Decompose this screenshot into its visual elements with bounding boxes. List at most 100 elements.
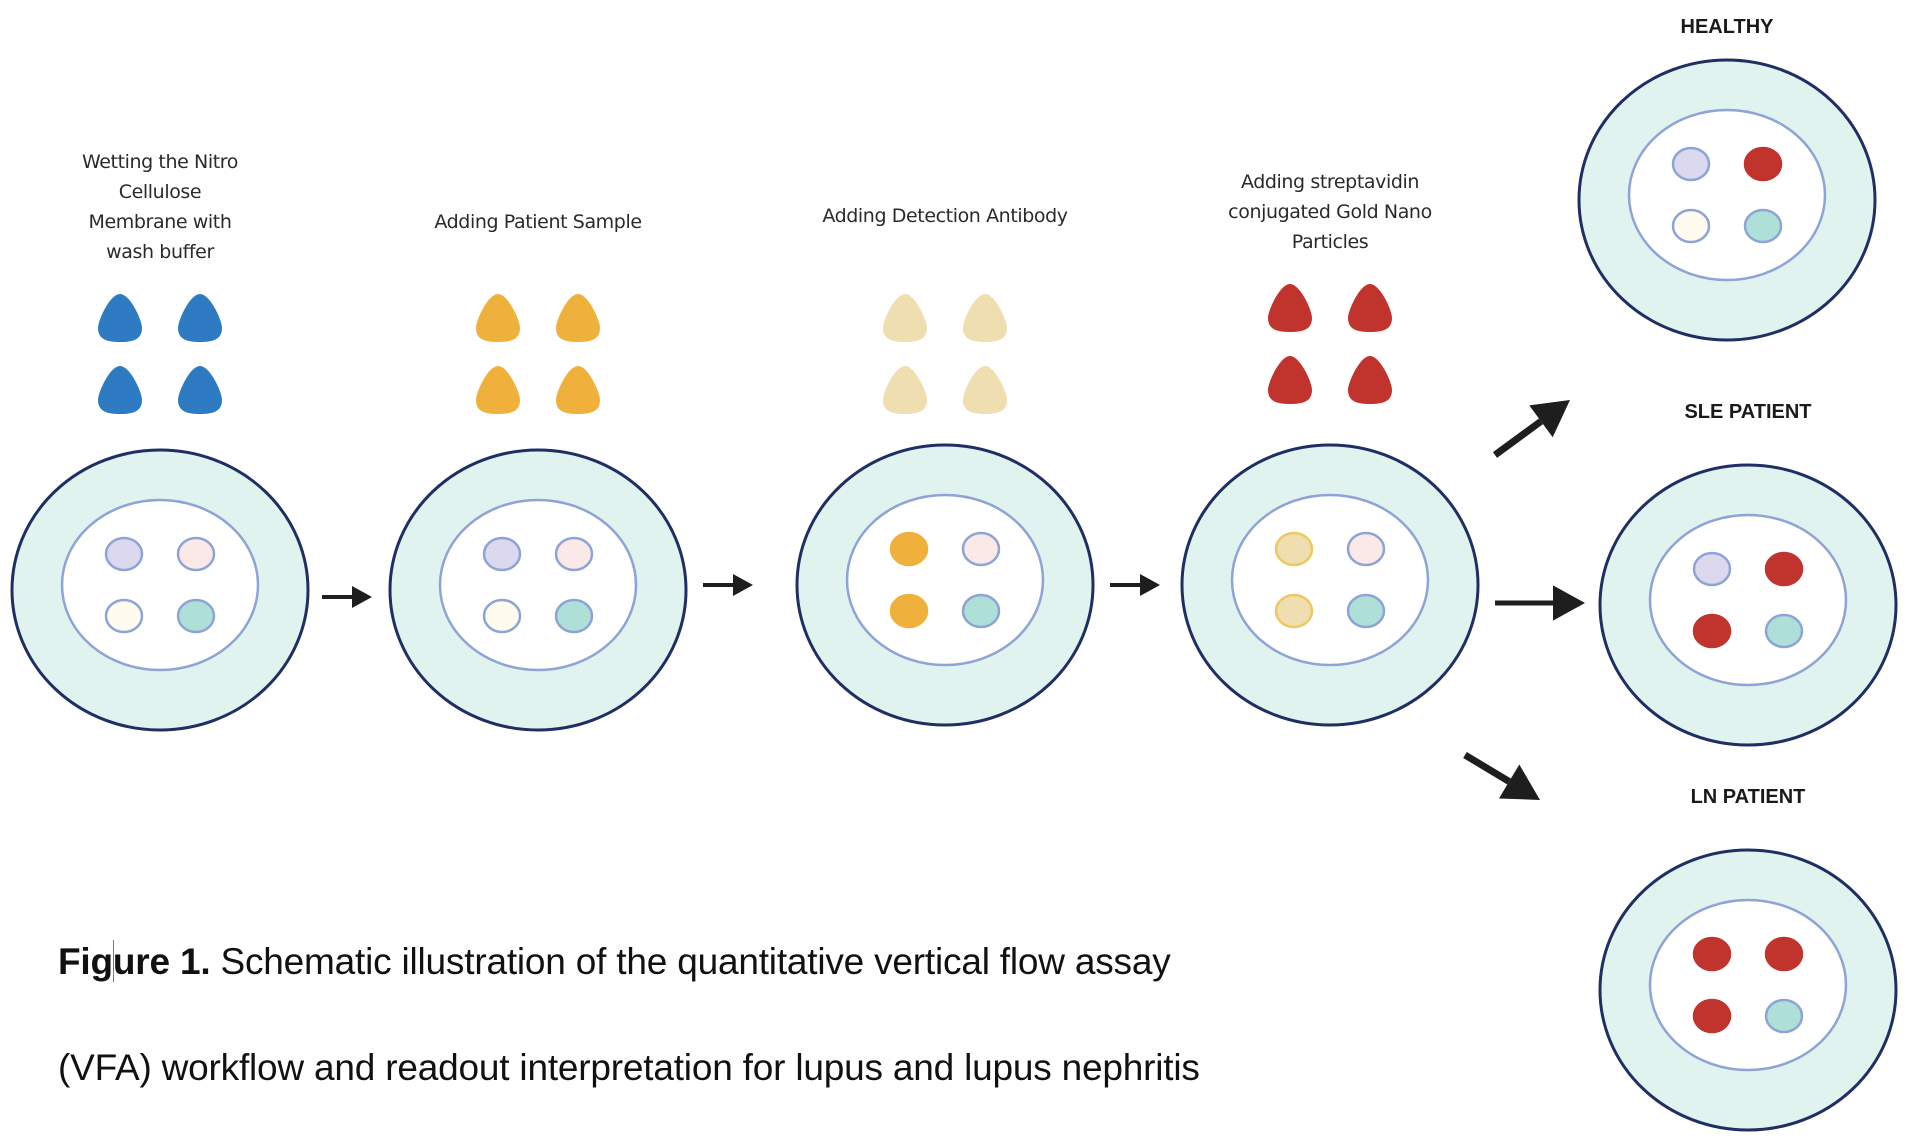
step-label-line: Adding streptavidin xyxy=(1241,171,1419,193)
test-spot-4 xyxy=(1764,998,1804,1034)
membrane-healthy xyxy=(1577,58,1877,342)
step-patient-sample: Adding Patient Sample xyxy=(388,211,688,732)
arrow-shaft xyxy=(1463,751,1511,785)
reagent-drops xyxy=(476,294,600,414)
test-spot-4 xyxy=(554,598,594,634)
step-arrow-1 xyxy=(322,586,372,608)
reagent-drop-icon xyxy=(1348,356,1392,404)
test-spot-3 xyxy=(1692,613,1732,649)
test-spot-1 xyxy=(104,536,144,572)
step-label-line: Particles xyxy=(1292,231,1369,253)
test-spot-3 xyxy=(1671,208,1711,244)
reagent-drop-icon xyxy=(178,366,222,414)
reagent-drop-icon xyxy=(178,294,222,342)
step-label-line: Membrane with xyxy=(89,211,232,233)
test-spot-4 xyxy=(1346,593,1386,629)
outcome-arrow-ln xyxy=(1463,751,1540,800)
outcome-healthy: HEALTHY xyxy=(1577,16,1877,342)
reagent-drop-icon xyxy=(476,366,520,414)
arrow-head xyxy=(733,574,753,596)
outcome-ln-patient: LN PATIENT xyxy=(1598,786,1898,1132)
text-cursor xyxy=(112,940,114,982)
step-arrow-3 xyxy=(1110,574,1160,596)
membrane-inner-area xyxy=(60,498,260,672)
workflow-arrows xyxy=(322,400,1585,800)
membrane-sle-patient xyxy=(1598,463,1898,747)
test-spot-3 xyxy=(1692,998,1732,1034)
reagent-drops xyxy=(98,294,222,414)
test-spot-1 xyxy=(1274,531,1314,567)
step-arrow-2 xyxy=(703,574,753,596)
test-spot-4 xyxy=(1743,208,1783,244)
figure-caption-line-1: Figure 1. Schematic illustration of the … xyxy=(58,940,1171,983)
reagent-drop-icon xyxy=(883,366,927,414)
outcome-arrow-sle xyxy=(1495,585,1585,621)
figure-label-part2: ure 1. xyxy=(112,941,211,982)
readout-outcomes: HEALTHY SLE PATIENT LN PATIENT xyxy=(1577,16,1898,1132)
test-spot-3 xyxy=(104,598,144,634)
arrow-shaft xyxy=(1492,418,1544,458)
step-detection-antibody: Adding Detection Antibody xyxy=(795,205,1095,727)
membrane-inner-area xyxy=(1230,493,1430,667)
test-spot-3 xyxy=(482,598,522,634)
reagent-drop-icon xyxy=(556,366,600,414)
membrane-inner-area xyxy=(1627,108,1827,282)
test-spot-1 xyxy=(1671,146,1711,182)
test-spot-2 xyxy=(176,536,216,572)
reagent-drop-icon xyxy=(963,294,1007,342)
test-spot-2 xyxy=(1743,146,1783,182)
test-spot-2 xyxy=(554,536,594,572)
membrane-ln-patient xyxy=(1598,848,1898,1132)
step-label-line: Wetting the Nitro xyxy=(82,151,238,173)
reagent-drop-icon xyxy=(1268,356,1312,404)
test-spot-4 xyxy=(1764,613,1804,649)
reagent-drop-icon xyxy=(1268,284,1312,332)
membrane-inner-area xyxy=(1648,513,1848,687)
reagent-drop-icon xyxy=(98,294,142,342)
caption-text-line-2: (VFA) workflow and readout interpretatio… xyxy=(58,1047,1200,1088)
caption-text-line-1: Schematic illustration of the quantitati… xyxy=(210,941,1171,982)
outcome-label: LN PATIENT xyxy=(1691,786,1806,808)
test-spot-2 xyxy=(961,531,1001,567)
membrane-patient-sample xyxy=(388,448,688,732)
test-spot-3 xyxy=(1274,593,1314,629)
membrane-inner-area xyxy=(438,498,638,672)
test-spot-4 xyxy=(961,593,1001,629)
reagent-drop-icon xyxy=(1348,284,1392,332)
arrow-head xyxy=(1529,400,1570,438)
reagent-drop-icon xyxy=(556,294,600,342)
figure-caption-line-2: (VFA) workflow and readout interpretatio… xyxy=(58,1047,1200,1089)
test-spot-1 xyxy=(889,531,929,567)
step-label-line: wash buffer xyxy=(106,241,214,263)
arrow-head xyxy=(1140,574,1160,596)
membrane-wetting xyxy=(10,448,310,732)
test-spot-1 xyxy=(1692,936,1732,972)
membrane-inner-area xyxy=(1648,898,1848,1072)
test-spot-3 xyxy=(889,593,929,629)
outcome-arrow-healthy xyxy=(1492,400,1570,458)
membrane-inner-area xyxy=(845,493,1045,667)
step-label-line: conjugated Gold Nano xyxy=(1228,201,1432,223)
test-spot-1 xyxy=(482,536,522,572)
step-label-line: Adding Patient Sample xyxy=(434,211,641,233)
reagent-drop-icon xyxy=(883,294,927,342)
test-spot-4 xyxy=(176,598,216,634)
outcome-label: HEALTHY xyxy=(1681,16,1775,38)
reagent-drop-icon xyxy=(476,294,520,342)
figure-label: Figure 1. xyxy=(58,940,211,982)
membrane-gold-nanoparticles xyxy=(1180,443,1480,727)
test-spot-2 xyxy=(1764,936,1804,972)
figure-label-part1: Fig xyxy=(58,941,113,982)
reagent-drop-icon xyxy=(963,366,1007,414)
test-spot-2 xyxy=(1346,531,1386,567)
step-label: Adding Detection Antibody xyxy=(822,205,1067,227)
step-label-line: Cellulose xyxy=(119,181,201,203)
outcome-label: SLE PATIENT xyxy=(1684,401,1811,423)
outcome-sle-patient: SLE PATIENT xyxy=(1598,401,1898,747)
step-label: Adding Patient Sample xyxy=(434,211,641,233)
